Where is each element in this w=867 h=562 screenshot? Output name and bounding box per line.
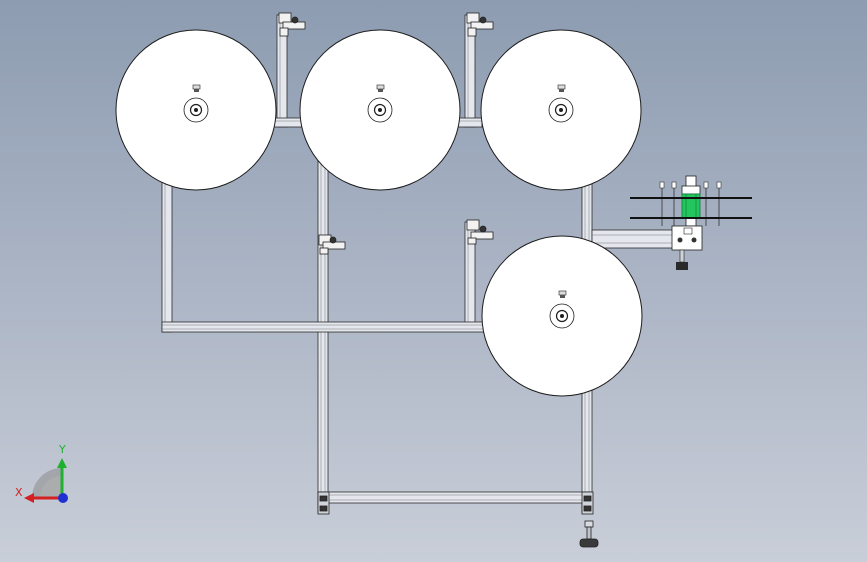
clamp-top-a <box>278 12 306 37</box>
frame-end-caps <box>317 491 594 515</box>
post-left <box>161 179 173 333</box>
axis-y-label: Y <box>59 443 66 456</box>
y-axis-arrow <box>57 458 67 468</box>
clamp-mid-b <box>466 219 494 245</box>
clamp-center <box>318 234 346 255</box>
post-clamps <box>278 12 494 255</box>
post-center <box>317 159 329 513</box>
rail-bottom <box>317 491 593 504</box>
reel-top-middle[interactable] <box>299 29 461 191</box>
rail-middle <box>161 321 493 333</box>
clamp-top-b <box>466 12 494 37</box>
reel-lower-right[interactable] <box>481 235 643 397</box>
reel-top-right[interactable] <box>480 29 642 191</box>
reels <box>115 29 643 397</box>
reel-top-left[interactable] <box>115 29 277 191</box>
coordinate-triad <box>24 458 68 503</box>
axis-x-label: X <box>15 486 23 499</box>
z-axis-dot <box>58 493 68 503</box>
rail-guide-arm <box>591 229 681 249</box>
x-axis-arrow <box>24 493 34 503</box>
guide-roller-assembly[interactable] <box>630 175 752 270</box>
leveling-foot <box>579 520 599 548</box>
